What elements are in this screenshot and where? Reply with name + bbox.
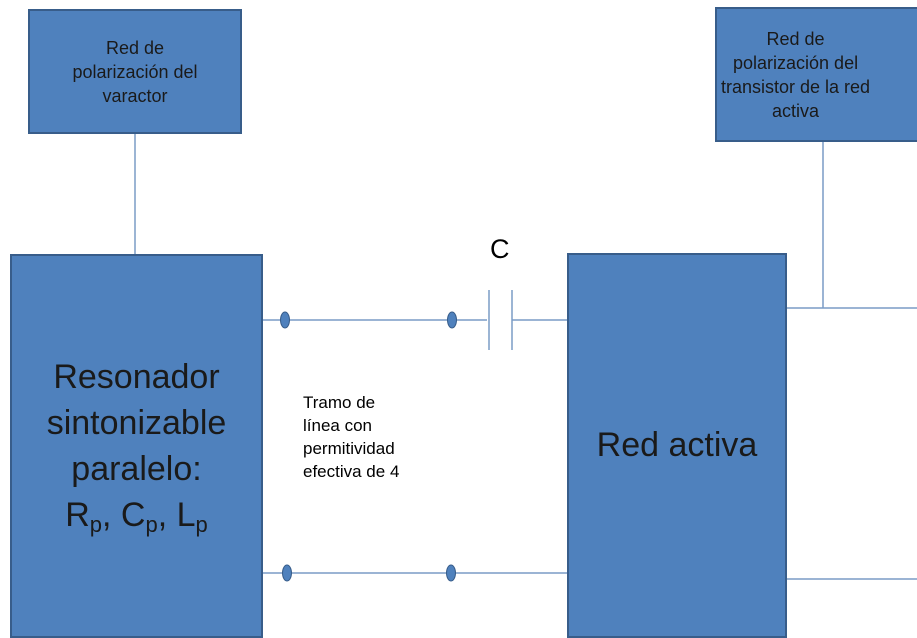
transistor-bias-label-line-1: Red de [766,28,825,49]
resonator-r-sub: p [89,512,102,537]
tunable-resonator-block: Resonador sintonizable paralelo: Rp, Cp,… [10,254,263,638]
transistor-bias-network-block: Red de polarización del transistor de la… [715,7,917,142]
transistor-bias-label-line-2: polarización del [733,52,859,73]
transistor-bias-label-line-4: activa [772,100,820,121]
node-bottom-left [282,564,292,582]
resonator-label-line-2: sintonizable [46,404,227,442]
node-top-left [280,311,290,329]
transmission-line-note-line-2: línea con [303,416,372,435]
capacitor-label: C [490,234,510,264]
resonator-l: L [176,496,196,534]
active-network-label: Red activa [596,426,758,464]
transmission-line-note: Tramo de línea con permitividad efectiva… [303,391,399,483]
resonator-l-sub: p [195,512,208,537]
resonator-label-line-3: paralelo: [71,450,202,488]
resonator-c-sub: p [145,512,158,537]
varactor-bias-label-line-2: polarización del [72,61,198,82]
varactor-bias-label-line-3: varactor [102,85,168,106]
transistor-bias-label-line-3: transistor de la red [721,76,871,97]
resonator-r: R [65,496,90,534]
transmission-line-note-line-3: permitividad [303,439,395,458]
varactor-bias-label-line-1: Red de [105,37,165,58]
resonator-c: C [120,496,146,534]
resonator-components: Rp, Cp, Lp [47,492,227,538]
active-network-block: Red activa [567,253,787,638]
transmission-line-note-line-4: efectiva de 4 [303,462,400,481]
varactor-bias-network-block: Red de polarización del varactor [28,9,242,134]
node-bottom-right [446,564,456,582]
resonator-sep-2: , [157,496,177,534]
transmission-line-note-line-1: Tramo de [303,393,376,412]
resonator-sep-1: , [102,496,121,534]
resonator-label-line-1: Resonador [53,358,220,396]
node-top-right [447,311,457,329]
